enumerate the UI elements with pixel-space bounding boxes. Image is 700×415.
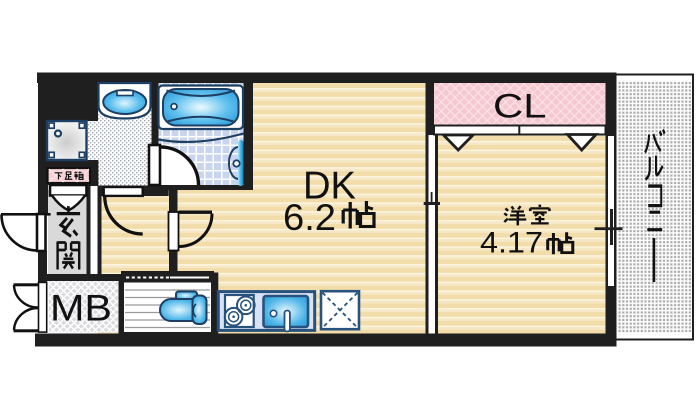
- svg-text:MB: MB: [50, 288, 112, 329]
- svg-text:DK: DK: [303, 165, 356, 208]
- svg-text:6.2: 6.2: [283, 197, 336, 238]
- svg-text:4.17: 4.17: [480, 227, 543, 260]
- svg-text:CL: CL: [493, 88, 547, 126]
